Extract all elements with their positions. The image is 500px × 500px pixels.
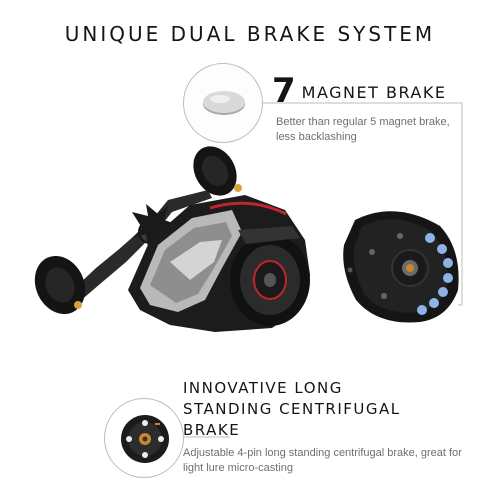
centrifugal-brake-description: Adjustable 4-pin long standing centrifug… [183,447,462,474]
centrifugal-title-line: STANDING CENTRIFUGAL [183,400,401,418]
magnet-closeup-circle [183,63,263,143]
callout-connector-lines [184,102,463,438]
magnet-brake-description: Better than regular 5 magnet brake, less… [276,116,450,143]
magnet-brake-plate-image [343,211,459,323]
centrifugal-brake-title: INNOVATIVE LONG STANDING CENTRIFUGAL BRA… [183,378,483,441]
magnet-brake-title: 7 MAGNET BRAKE [272,71,446,111]
headline: UNIQUE DUAL BRAKE SYSTEM [64,22,436,46]
magnet-count: 7 [272,71,296,111]
centrifugal-closeup-circle [104,398,184,478]
centrifugal-brake-icon [121,415,169,463]
centrifugal-title-line: INNOVATIVE LONG [183,379,343,397]
baitcasting-reel-image [34,146,310,332]
magnet-brake-label: MAGNET BRAKE [301,83,447,102]
centrifugal-title-line: BRAKE [183,421,241,439]
magnet-disc-icon [203,91,245,115]
